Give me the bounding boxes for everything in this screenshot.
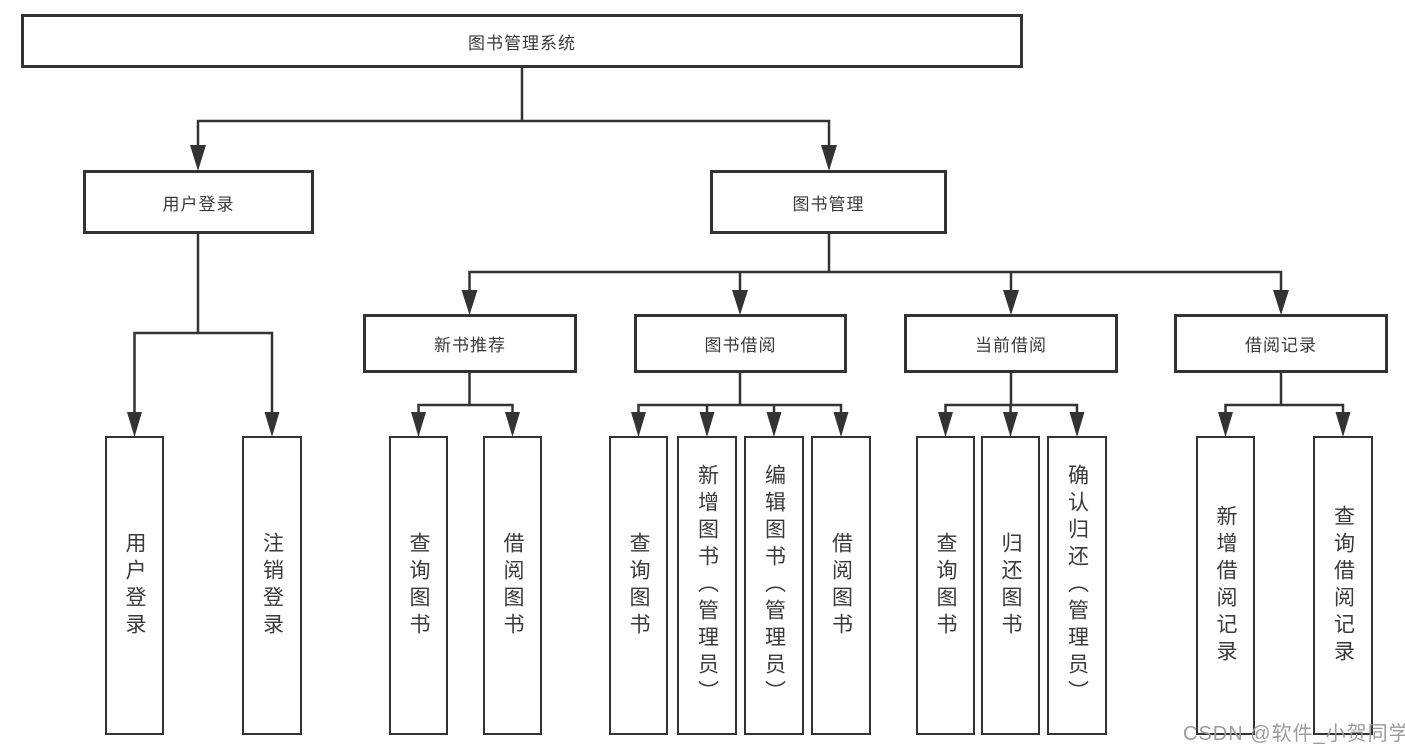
leaf-records-add-record: 新增借阅记录 bbox=[1196, 436, 1255, 735]
node-new-book-recommend: 新书推荐 bbox=[363, 314, 577, 373]
leaf-current-return-books: 归还图书 bbox=[981, 436, 1040, 735]
csdn-watermark: CSDN @软件_小贺同学 bbox=[1183, 723, 1405, 745]
leaf-borrow-borrow-books: 借阅图书 bbox=[811, 436, 871, 735]
leaf-user-login: 用户登录 bbox=[105, 436, 164, 735]
leaf-current-confirm-return-admin: 确认归还（管理员） bbox=[1047, 436, 1107, 735]
leaf-borrow-add-books-admin: 新增图书（管理员） bbox=[677, 436, 737, 735]
node-current-borrow: 当前借阅 bbox=[904, 314, 1118, 373]
node-book-borrow: 图书借阅 bbox=[634, 314, 847, 373]
leaf-current-query-books: 查询图书 bbox=[916, 436, 975, 735]
leaf-logout: 注销登录 bbox=[242, 436, 302, 735]
leaf-newbook-query-books: 查询图书 bbox=[389, 436, 448, 735]
node-root: 图书管理系统 bbox=[21, 14, 1023, 68]
node-borrow-records: 借阅记录 bbox=[1174, 314, 1388, 373]
leaf-records-query-record: 查询借阅记录 bbox=[1313, 436, 1373, 735]
leaf-borrow-query-books: 查询图书 bbox=[609, 436, 668, 735]
node-book-management: 图书管理 bbox=[710, 170, 947, 234]
leaf-borrow-edit-books-admin: 编辑图书（管理员） bbox=[744, 436, 804, 735]
leaf-newbook-borrow-books: 借阅图书 bbox=[483, 436, 542, 735]
node-user-login: 用户登录 bbox=[83, 170, 314, 234]
